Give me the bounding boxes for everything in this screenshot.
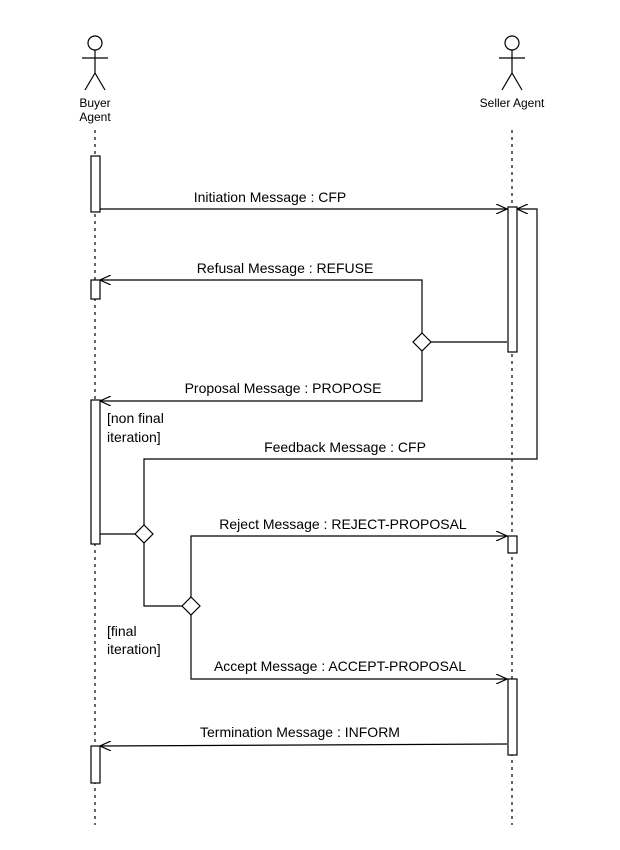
buyer-actor-icon: [82, 35, 108, 91]
reject-label: Reject Message : REJECT-PROPOSAL: [219, 516, 467, 532]
reject-arrow: [190, 536, 507, 597]
seller-actor-icon: [499, 35, 525, 91]
seller-activation-3: [507, 678, 518, 756]
feedback-label: Feedback Message : CFP: [264, 439, 426, 455]
proposal-arrow: [100, 351, 423, 401]
refusal-proposal-decision: [412, 332, 432, 352]
accept-arrow: [190, 615, 507, 679]
seller-activation-1: [507, 206, 518, 353]
termination-label: Termination Message : INFORM: [200, 724, 400, 740]
termination-arrow: [100, 744, 508, 746]
buyer-activation-1: [90, 155, 101, 213]
feedback-loop-path: [143, 209, 538, 526]
buyer-actor-label-line1: Buyer: [79, 96, 110, 110]
buyer-activation-3: [90, 399, 101, 545]
refusal-label: Refusal Message : REFUSE: [197, 260, 374, 276]
buyer-activation-2: [90, 279, 101, 300]
seller-actor-label: Seller Agent: [480, 96, 545, 110]
non-final-guard-line1: [non final: [107, 410, 164, 426]
seller-activation-2: [507, 535, 518, 554]
buyer-activation-4: [90, 745, 101, 784]
buyer-actor-label-line2: Agent: [79, 110, 111, 124]
final-branch-line: [143, 543, 182, 607]
reject-accept-decision: [181, 596, 201, 616]
iteration-decision: [134, 524, 154, 544]
final-guard-line2: iteration]: [107, 641, 161, 657]
final-guard-line1: [final: [107, 623, 137, 639]
refusal-arrow: [100, 280, 423, 333]
non-final-guard-line2: iteration]: [107, 429, 161, 445]
initiation-label: Initiation Message : CFP: [194, 189, 347, 205]
accept-label: Accept Message : ACCEPT-PROPOSAL: [214, 658, 466, 674]
proposal-label: Proposal Message : PROPOSE: [185, 380, 382, 396]
